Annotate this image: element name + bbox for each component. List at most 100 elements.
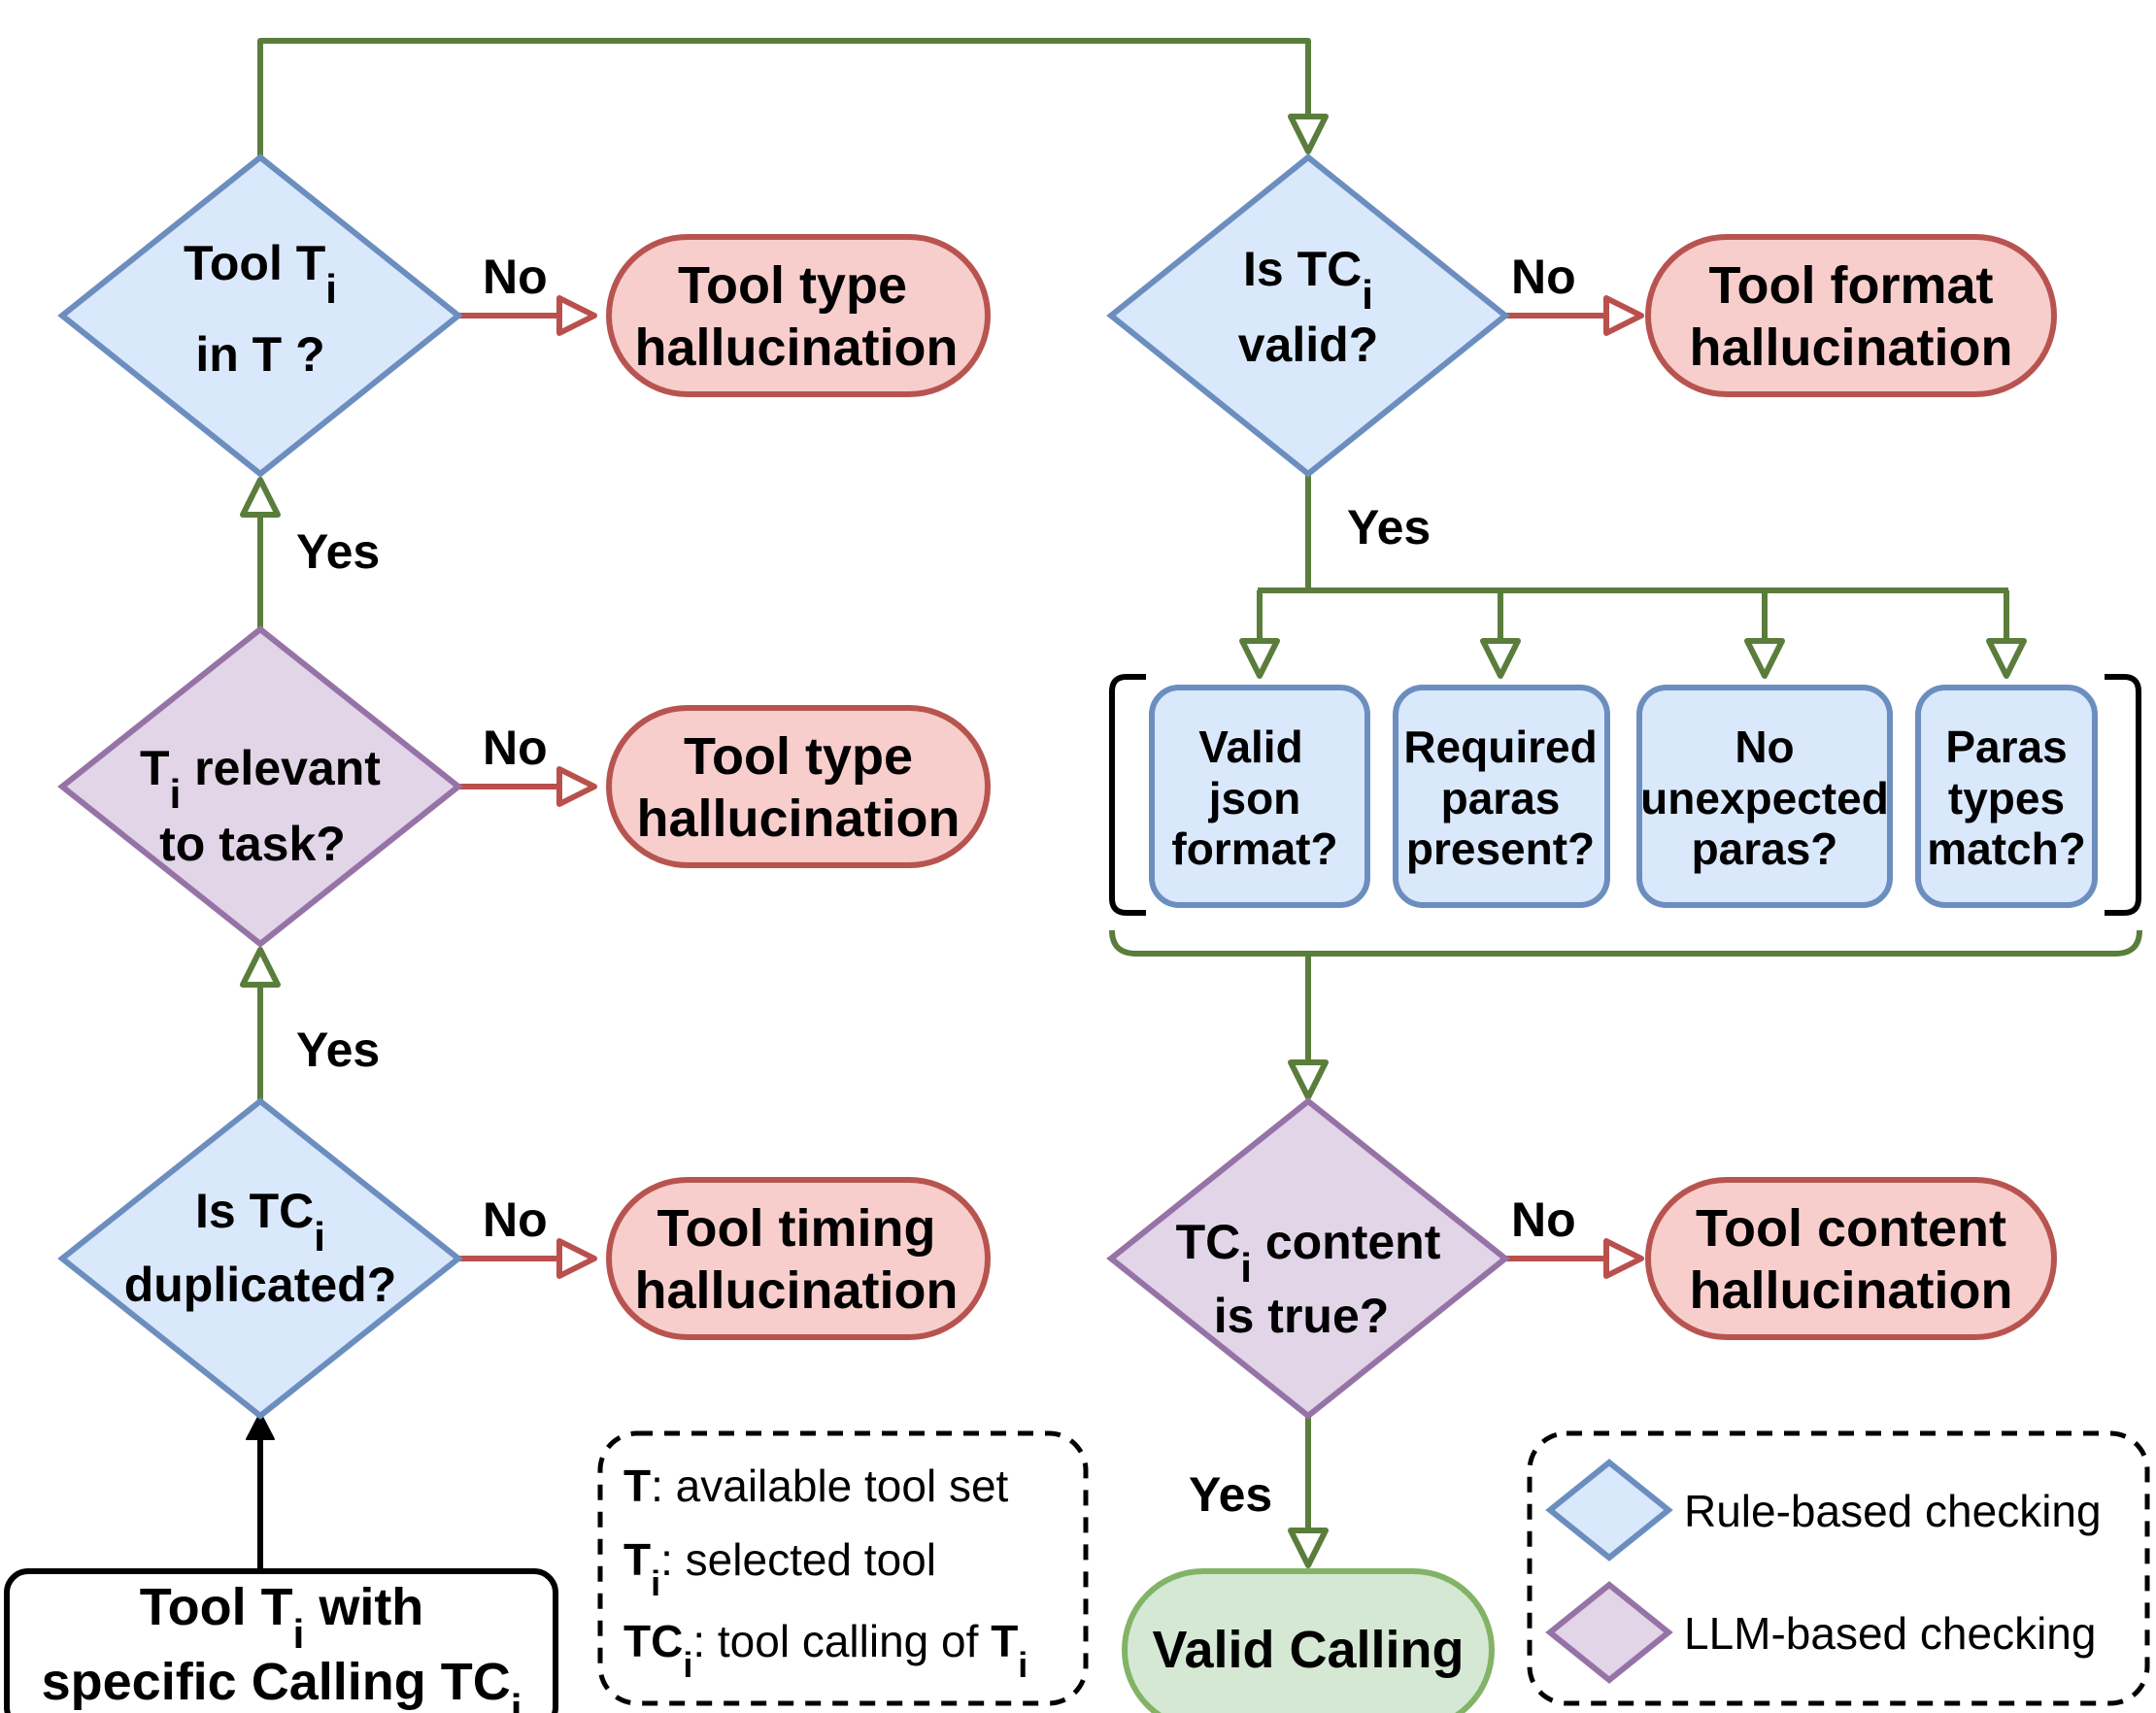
legend-border: [1527, 1430, 2150, 1706]
arrowhead-branch-3: [1744, 638, 1785, 679]
edge-labels: Yes Yes Yes Yes No No No No No: [296, 250, 1576, 1522]
left-bracket: [1109, 674, 1146, 916]
outcome-type-relevant: Tool type hallucination: [606, 705, 991, 868]
decision-content-line-2: is true?: [1214, 1289, 1390, 1343]
notation-border: [597, 1430, 1089, 1706]
group-brace: [1109, 929, 2142, 957]
decision-relevant: Ti relevant to task?: [57, 625, 463, 948]
no-label-relevant: No: [483, 721, 548, 775]
check-line-3: match?: [1927, 823, 2086, 874]
check-line-2: paras: [1441, 773, 1561, 823]
arrowhead-no-valid: [1603, 295, 1644, 336]
check-valid-json: Valid json format?: [1149, 685, 1370, 908]
check-no-unexpected: No unexpected paras?: [1636, 685, 1893, 908]
outcome-line-2: hallucination: [634, 319, 958, 377]
rule-based-diamond: [57, 1097, 463, 1420]
legend-rule-diamond-icon: [1545, 1459, 1673, 1562]
start-line-2: specific Calling TCi: [42, 1653, 522, 1713]
arrowhead-no-inset: [556, 295, 597, 336]
decision-valid-line-2: valid?: [1238, 318, 1378, 372]
decision-valid-line-1: Is TCi: [1243, 242, 1373, 318]
hallucination-box: [1645, 234, 2057, 397]
arrowhead-valid: [1288, 114, 1329, 154]
no-label-valid: No: [1511, 250, 1576, 304]
arrowhead-relevant: [240, 947, 281, 988]
check-line-3: format?: [1171, 823, 1337, 874]
arrowhead-content: [1288, 1059, 1329, 1100]
yes-label-content: Yes: [1189, 1467, 1272, 1522]
arrowhead-valid-calling: [1288, 1528, 1329, 1568]
rule-check-box: [1393, 685, 1610, 908]
outcome-line-1: Tool timing: [657, 1199, 936, 1258]
rule-check-box: [1149, 685, 1370, 908]
check-required-paras: Required paras present?: [1393, 685, 1610, 908]
outcome-line-1: Tool content: [1696, 1199, 2006, 1258]
outcome-line-1: Tool type: [684, 727, 913, 786]
check-line-1: No: [1735, 722, 1794, 772]
rule-based-diamond: [1106, 153, 1510, 478]
hallucination-box: [606, 234, 991, 397]
outcome-valid-calling: Valid Calling: [1122, 1568, 1495, 1713]
check-types-match: Paras types match?: [1915, 685, 2098, 908]
decision-duplicated-line-1: Is TCi: [195, 1184, 325, 1260]
no-label-inset: No: [483, 250, 548, 304]
decision-relevant-line-1: Ti relevant: [140, 741, 381, 817]
check-line-1: Valid: [1198, 722, 1302, 772]
legend-box: Rule-based checking LLM-based checking: [1527, 1430, 2150, 1706]
valid-calling-label: Valid Calling: [1152, 1621, 1464, 1679]
outcome-line-2: hallucination: [1689, 1261, 2012, 1320]
valid-calling-box: [1122, 1568, 1495, 1713]
arrowhead-no-content: [1603, 1238, 1644, 1279]
outcome-timing: Tool timing hallucination: [606, 1177, 991, 1340]
arrowhead-branch-4: [1986, 638, 2027, 679]
arrowhead-inset: [240, 477, 281, 518]
arrow-inset-to-valid: [257, 38, 1311, 157]
llm-based-diamond: [57, 625, 463, 948]
check-line-2: unexpected: [1640, 773, 1889, 823]
arrowhead-no-relevant: [556, 766, 597, 807]
hallucination-box: [606, 1177, 991, 1340]
rule-based-diamond: [57, 153, 463, 478]
arrowhead-branch-2: [1480, 638, 1521, 679]
decision-in-set: Tool Ti in T ?: [57, 153, 463, 478]
check-line-3: paras?: [1692, 823, 1838, 874]
arrowhead-no-duplicated: [556, 1238, 597, 1279]
notation-box: T: available tool set Ti: selected tool …: [597, 1430, 1089, 1706]
check-line-2: types: [1948, 773, 2065, 823]
legend-rule-label: Rule-based checking: [1684, 1486, 2102, 1536]
check-line-1: Required: [1403, 722, 1597, 772]
outcome-format: Tool format hallucination: [1645, 234, 2057, 397]
decision-inset-line-1: Tool Ti: [184, 236, 337, 312]
notation-tci: TCi: tool calling of Ti: [623, 1616, 1027, 1685]
decision-content-line-1: TCi content: [1176, 1215, 1441, 1291]
decision-inset-line-2: in T ?: [195, 327, 324, 382]
arrowhead-start: [246, 1412, 275, 1440]
hallucination-box: [606, 705, 991, 868]
decision-content: TCi content is true?: [1106, 1097, 1510, 1420]
rule-check-box: [1915, 685, 2098, 908]
outcome-line-2: hallucination: [636, 789, 960, 848]
start-line-1: Tool Ti with: [140, 1578, 424, 1657]
sub-checks-group: Valid json format? Required paras presen…: [1109, 674, 2141, 916]
rule-check-box: [1636, 685, 1893, 908]
decision-relevant-line-2: to task?: [159, 817, 346, 871]
connectors: [240, 38, 2142, 1571]
outcome-line-1: Tool type: [678, 256, 907, 315]
check-line-3: present?: [1406, 823, 1595, 874]
outcome-content: Tool content hallucination: [1645, 1177, 2057, 1340]
yes-label-valid: Yes: [1347, 500, 1431, 554]
hallucination-box: [1645, 1177, 2057, 1340]
no-label-content: No: [1511, 1192, 1576, 1247]
outcome-type-inset: Tool type hallucination: [606, 234, 991, 397]
notation-ti: Ti: selected tool: [623, 1534, 936, 1603]
outcome-line-1: Tool format: [1709, 256, 1994, 315]
arrowhead-branch-1: [1239, 638, 1280, 679]
start-box: [4, 1568, 558, 1713]
legend-llm-label: LLM-based checking: [1684, 1608, 2096, 1659]
check-line-2: json: [1208, 773, 1301, 823]
yes-label-relevant: Yes: [296, 524, 380, 579]
right-bracket: [2105, 674, 2141, 916]
llm-based-diamond: [1106, 1097, 1510, 1420]
start-node: Tool Ti with specific Calling TCi: [4, 1568, 558, 1713]
